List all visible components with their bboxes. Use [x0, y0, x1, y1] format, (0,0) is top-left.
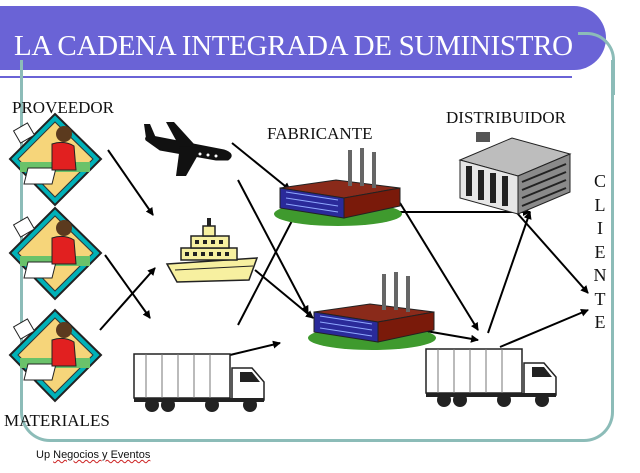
materiales-label: MATERIALES	[4, 411, 110, 430]
cliente-letter: C	[593, 171, 606, 191]
arrow	[509, 204, 589, 294]
arrow	[237, 179, 309, 314]
arrow	[419, 329, 479, 343]
footer: Up Negocios y Eventos	[36, 449, 150, 461]
footer-prefix: Up	[36, 449, 54, 461]
factory-icon	[308, 272, 436, 350]
arrow	[104, 254, 151, 319]
arrow	[399, 202, 479, 331]
cliente-letter: E	[594, 241, 606, 262]
ship-icon	[165, 218, 259, 283]
warehouse-icon	[458, 132, 572, 215]
arrow	[231, 142, 291, 191]
arrow	[254, 269, 314, 319]
supplier-worker-icon	[8, 308, 103, 403]
cliente-label: C L I E N T E	[590, 170, 610, 335]
factory-icon	[274, 148, 402, 226]
footer-company: Negocios y Eventos	[53, 449, 151, 461]
cliente-letter: L	[594, 194, 606, 215]
title-bar	[0, 6, 606, 70]
proveedor-label: PROVEEDOR	[12, 98, 115, 117]
cliente-letter: N	[593, 265, 607, 285]
cliente-letter: T	[594, 288, 606, 309]
supplier-worker-icon	[8, 206, 103, 301]
arrow	[99, 267, 156, 331]
truck-icon	[133, 353, 265, 412]
arrow	[107, 149, 154, 216]
fabricante-label: FABRICANTE	[267, 124, 373, 143]
distribuidor-label: DISTRIBUIDOR	[446, 108, 566, 127]
truck-icon	[425, 348, 557, 407]
cliente-letter: I	[597, 218, 603, 238]
arrow	[499, 309, 589, 348]
arrow	[487, 211, 532, 334]
airplane-icon	[144, 122, 232, 176]
supplier-worker-icon	[8, 112, 103, 207]
page-title: LA CADENA INTEGRADA DE SUMINISTRO	[14, 30, 573, 62]
arrow	[229, 340, 281, 356]
cliente-letter: E	[594, 312, 606, 332]
title-underline	[0, 76, 572, 78]
arrow	[237, 214, 296, 326]
